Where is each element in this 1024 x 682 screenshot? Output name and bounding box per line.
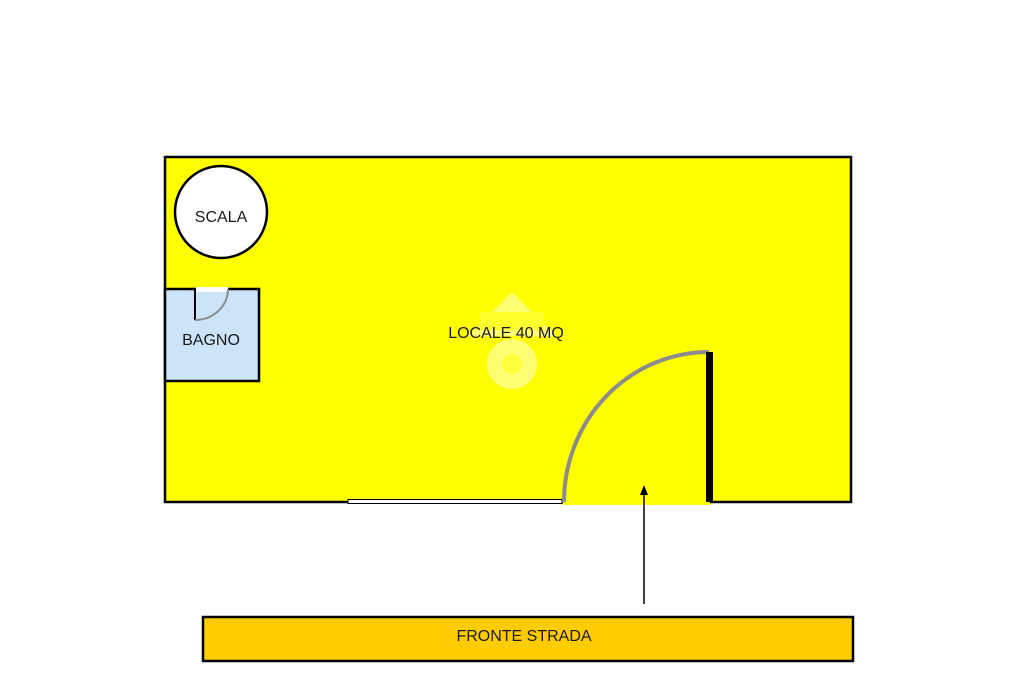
- arrow-up-icon: [640, 485, 648, 495]
- room-area: [163, 155, 853, 504]
- entrance-opening: [563, 498, 710, 505]
- room-label: LOCALE 40 MQ: [448, 325, 564, 342]
- bottom-wall-window: [347, 499, 563, 504]
- house-location-watermark-icon: [468, 292, 556, 389]
- bathroom-door-swing-arc: [194, 288, 229, 321]
- bathroom-label: BAGNO: [182, 332, 240, 349]
- street-front-label: FRONTE STRADA: [456, 628, 591, 645]
- street-front-band: [201, 615, 855, 663]
- bathroom-door-opening: [196, 287, 228, 292]
- bathroom-area: [163, 287, 261, 383]
- entrance-door-swing-arc: [562, 350, 710, 503]
- stair-label: SCALA: [195, 209, 248, 226]
- entrance-door-leaf: [706, 352, 713, 502]
- stair-circle: [173, 164, 269, 260]
